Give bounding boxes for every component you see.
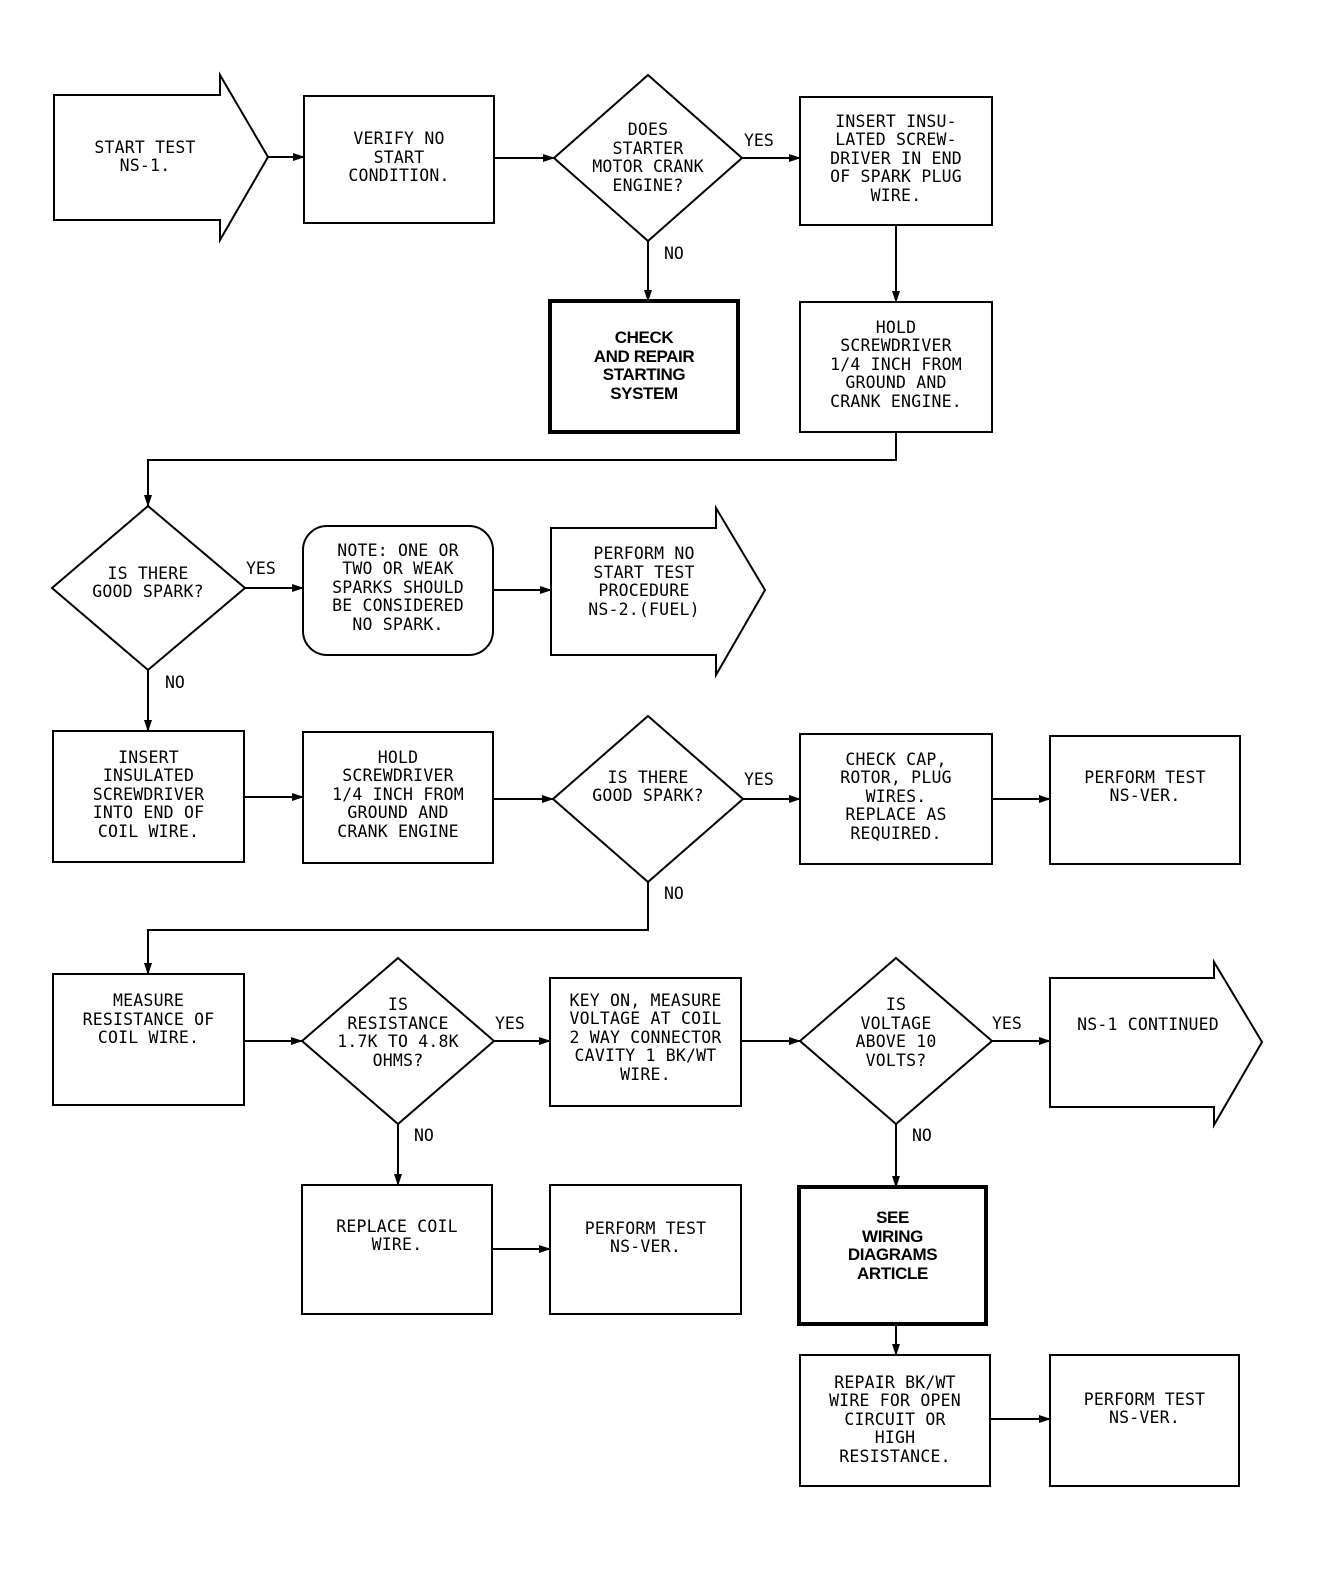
label-spark2-no: NO	[664, 884, 684, 903]
verify-box-shape	[303, 95, 495, 224]
ns2-arrow-shape	[550, 504, 767, 679]
label-crank-yes: YES	[744, 131, 774, 150]
node-starter-crank-decision: DOES STARTER MOTOR CRANK ENGINE?	[592, 120, 704, 195]
node-insert-coil-wire: INSERT INSULATED SCREWDRIVER INTO END OF…	[92, 747, 205, 841]
node-replace-coil-wire: REPLACE COIL WIRE.	[336, 1216, 458, 1254]
node-perform-ns-ver-2: PERFORM TEST NS-VER.	[584, 1218, 707, 1256]
edge-hold-spark1	[144, 432, 897, 507]
check-starting-box-shape	[548, 299, 740, 434]
label-spark2-yes: YES	[744, 770, 774, 789]
label-spark1-yes: YES	[246, 559, 276, 578]
node-check-cap-rotor: CHECK CAP, ROTOR, PLUG WIRES. REPLACE AS…	[840, 749, 952, 843]
node-spark-decision-2: IS THERE GOOD SPARK?	[592, 767, 704, 805]
node-repair-bk-wt-wire: REPAIR BK/WT WIRE FOR OPEN CIRCUIT OR HI…	[829, 1372, 961, 1466]
node-perform-ns-ver-1: PERFORM TEST NS-VER.	[1084, 767, 1206, 805]
label-resist-yes: YES	[495, 1014, 525, 1033]
node-voltage-decision: IS VOLTAGE ABOVE 10 VOLTS?	[855, 995, 937, 1070]
see-wiring-box-shape	[797, 1185, 988, 1326]
start-arrow-shape	[53, 71, 270, 244]
node-spark-decision-1: IS THERE GOOD SPARK?	[92, 563, 204, 601]
ver1-box-shape	[1049, 735, 1241, 865]
node-verify-no-start: VERIFY NO START CONDITION.	[348, 129, 450, 186]
node-hold-coil-screwdriver: HOLD SCREWDRIVER 1/4 INCH FROM GROUND AN…	[332, 747, 464, 841]
node-key-on-measure: KEY ON, MEASURE VOLTAGE AT COIL 2 WAY CO…	[569, 990, 722, 1084]
node-perform-ns-ver-3: PERFORM TEST NS-VER.	[1083, 1389, 1206, 1427]
node-see-wiring-diagrams: SEE WIRING DIAGRAMS ARTICLE	[847, 1208, 938, 1283]
key-on-box-shape	[549, 977, 742, 1107]
label-resist-no: NO	[414, 1126, 434, 1145]
node-ns2-procedure: PERFORM NO START TEST PROCEDURE NS-2.(FU…	[588, 544, 700, 619]
label-volt-yes: YES	[992, 1014, 1022, 1033]
ns1-cont-arrow-shape	[1049, 958, 1264, 1129]
node-note-weak-sparks: NOTE: ONE OR TWO OR WEAK SPARKS SHOULD B…	[332, 540, 464, 634]
node-ns1-continued: NS-1 CONTINUED	[1077, 1014, 1219, 1034]
node-measure-resistance: MEASURE RESISTANCE OF COIL WIRE.	[82, 991, 215, 1048]
node-hold-plug-screwdriver: HOLD SCREWDRIVER 1/4 INCH FROM GROUND AN…	[830, 317, 962, 411]
node-resistance-decision: IS RESISTANCE 1.7K TO 4.8K OHMS?	[337, 995, 459, 1070]
node-check-starting-system: CHECK AND REPAIR STARTING SYSTEM	[593, 328, 695, 403]
replace-coil-box-shape	[301, 1184, 493, 1315]
hold-plug-box-shape	[799, 301, 993, 433]
label-crank-no: NO	[664, 244, 684, 263]
label-spark1-no: NO	[165, 673, 185, 692]
label-volt-no: NO	[912, 1126, 932, 1145]
repair-box-shape	[799, 1354, 991, 1487]
node-start-test: START TEST NS-1.	[94, 137, 196, 175]
node-insert-plug-wire: INSERT INSU- LATED SCREW- DRIVER IN END …	[830, 111, 962, 205]
insert-coil-box-shape	[52, 730, 245, 863]
edge-spark2-no	[144, 882, 649, 975]
measure-box-shape	[52, 973, 245, 1106]
